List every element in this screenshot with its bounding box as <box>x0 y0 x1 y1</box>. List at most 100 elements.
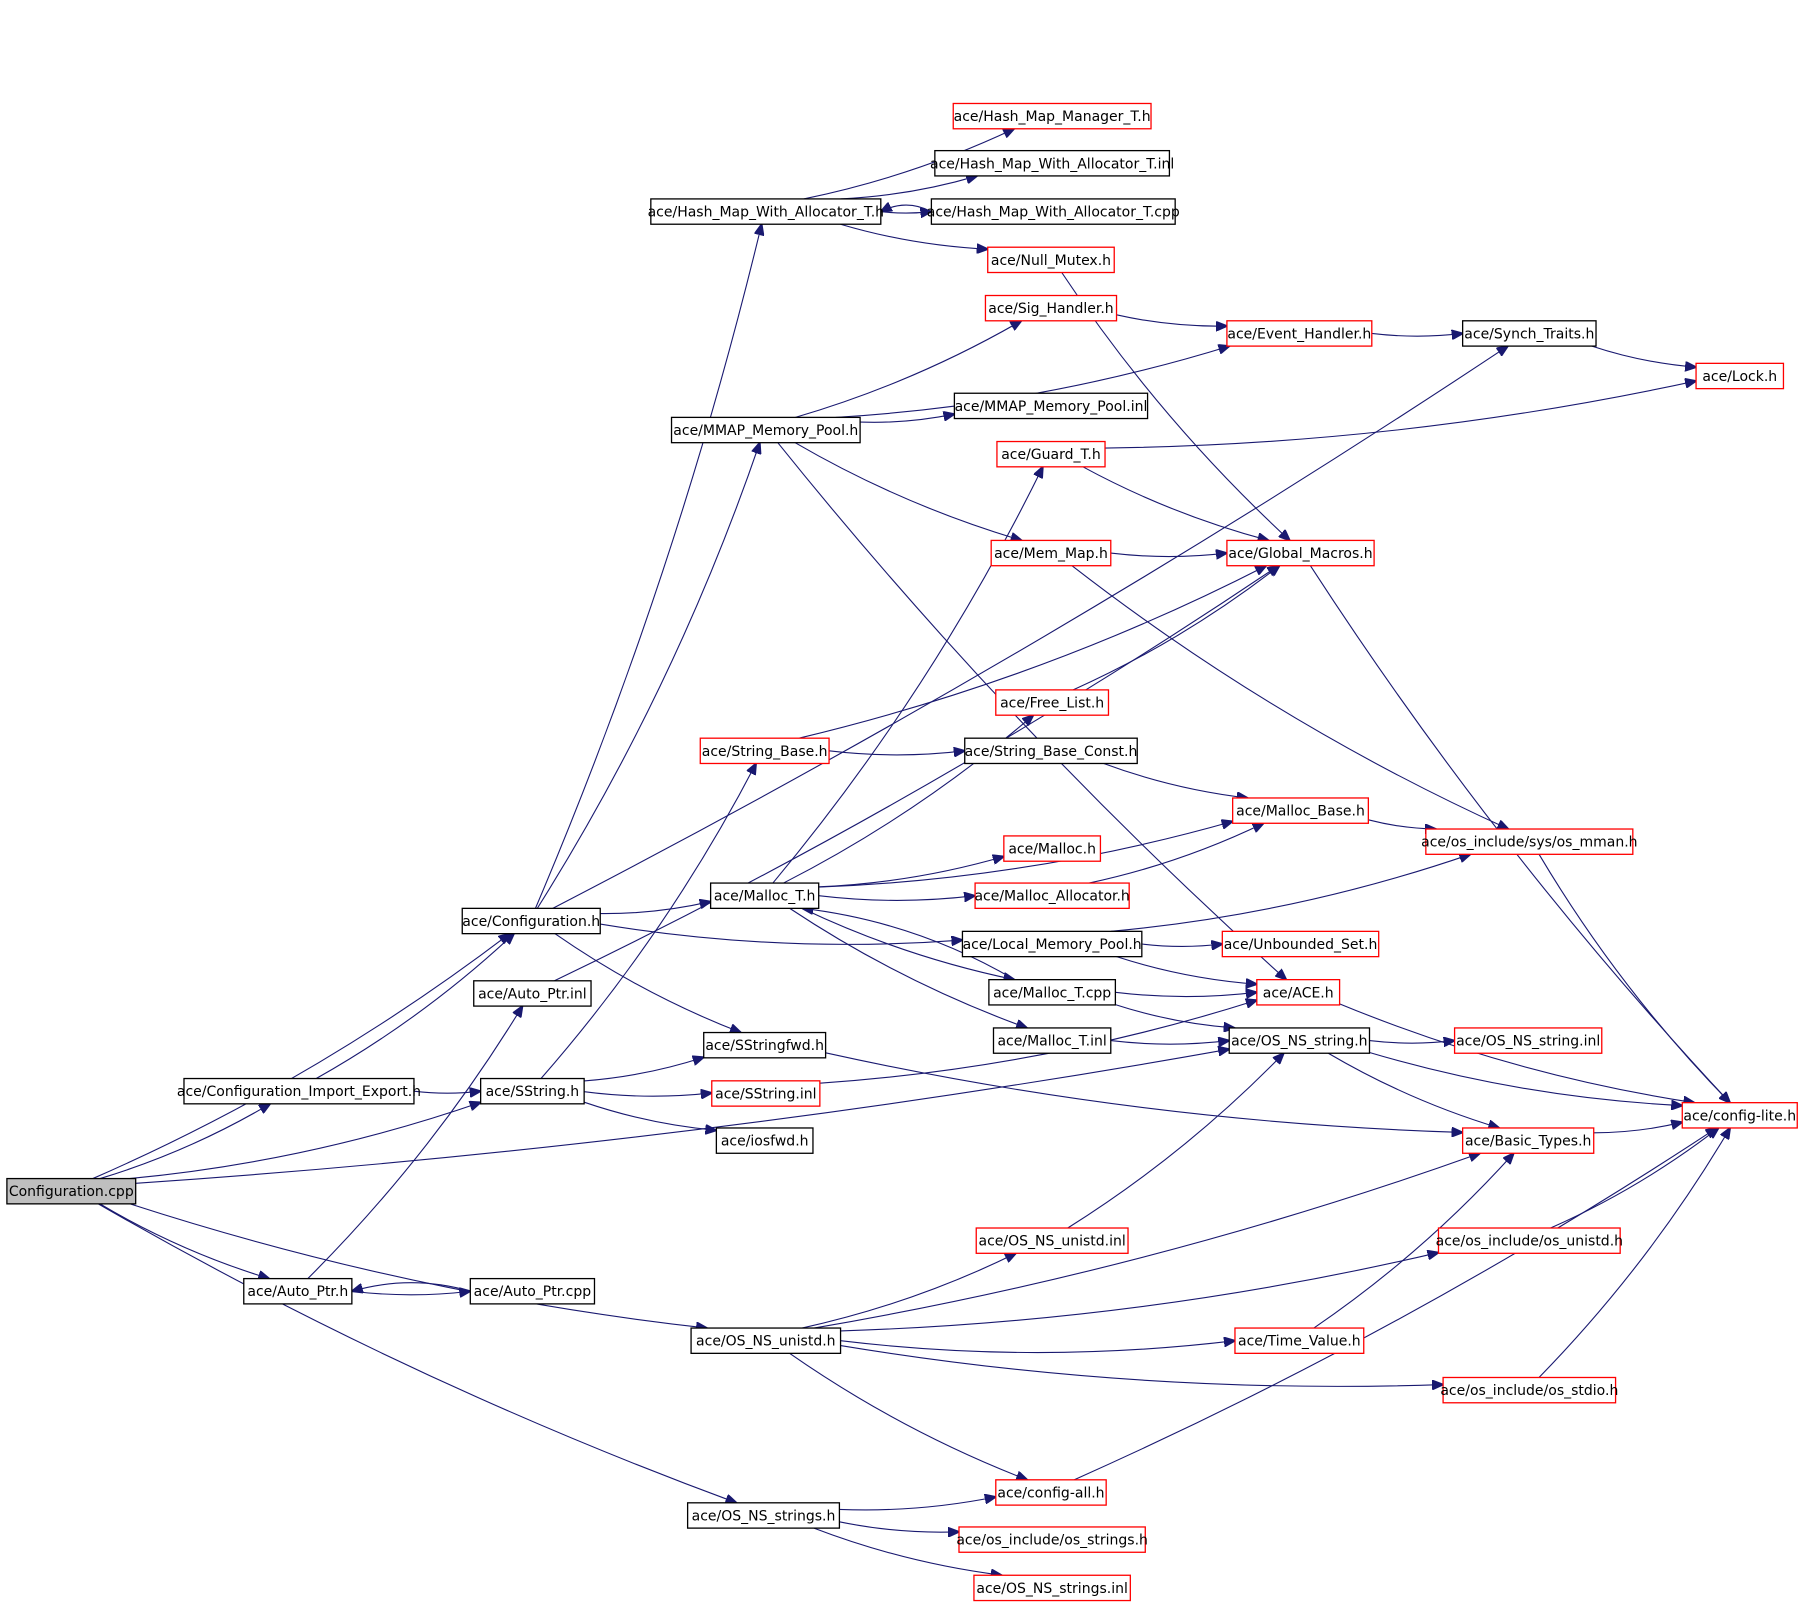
node-timevalue[interactable]: ace/Time_Value.h <box>1234 1327 1365 1354</box>
node-configall[interactable]: ace/config-all.h <box>995 1479 1107 1506</box>
node-box-osnsunistdh[interactable] <box>690 1327 842 1354</box>
node-box-eventhandler[interactable] <box>1226 320 1373 347</box>
node-cfgcpp[interactable]: Configuration.cpp <box>6 1177 137 1205</box>
node-malloch[interactable]: ace/Malloc.h <box>1003 835 1102 862</box>
node-sbconst[interactable]: ace/String_Base_Const.h <box>964 737 1138 765</box>
node-box-hmwacpp[interactable] <box>930 198 1176 225</box>
node-box-hmwah[interactable] <box>650 198 882 225</box>
node-apinl[interactable]: ace/Auto_Ptr.inl <box>473 980 592 1007</box>
node-box-sbconst[interactable] <box>964 737 1138 765</box>
node-globalmacros[interactable]: ace/Global_Macros.h <box>1226 539 1375 567</box>
node-box-iosfwd[interactable] <box>715 1127 814 1154</box>
node-box-sstringh[interactable] <box>479 1077 585 1105</box>
node-box-freelist[interactable] <box>995 689 1110 716</box>
node-box-osnsstringsh[interactable] <box>686 1502 841 1529</box>
node-box-sstringfwd[interactable] <box>703 1031 827 1059</box>
node-box-unboundedset[interactable] <box>1221 930 1380 958</box>
node-aph[interactable]: ace/Auto_Ptr.h <box>243 1277 353 1305</box>
node-box-mallocalloc[interactable] <box>974 882 1130 910</box>
node-box-cie[interactable] <box>183 1077 415 1105</box>
node-apcpp[interactable]: ace/Auto_Ptr.cpp <box>469 1277 596 1305</box>
node-box-malloch[interactable] <box>1003 835 1102 862</box>
node-box-memmap[interactable] <box>990 539 1112 567</box>
node-osstrings[interactable]: ace/os_include/os_strings.h <box>956 1526 1148 1553</box>
node-synchtraits[interactable]: ace/Synch_Traits.h <box>1461 320 1597 347</box>
node-box-configall[interactable] <box>995 1479 1107 1506</box>
node-box-nullmutex[interactable] <box>987 246 1115 274</box>
node-box-cfgh[interactable] <box>461 907 601 935</box>
node-mallocTinl[interactable]: ace/Malloc_T.inl <box>992 1027 1112 1054</box>
node-box-apinl[interactable] <box>473 980 592 1007</box>
node-osnsstringinl[interactable]: ace/OS_NS_string.inl <box>1453 1027 1603 1054</box>
node-aceh[interactable]: ace/ACE.h <box>1256 978 1341 1006</box>
node-box-cfgcpp[interactable] <box>6 1177 137 1205</box>
node-osnsstringsinl[interactable]: ace/OS_NS_strings.inl <box>973 1574 1131 1602</box>
node-box-lock[interactable] <box>1695 362 1785 390</box>
node-memmap[interactable]: ace/Mem_Map.h <box>990 539 1112 567</box>
node-mallocalloc[interactable]: ace/Malloc_Allocator.h <box>974 882 1130 910</box>
node-guard[interactable]: ace/Guard_T.h <box>996 440 1106 468</box>
node-box-timevalue[interactable] <box>1234 1327 1365 1354</box>
node-osnsunistdinl[interactable]: ace/OS_NS_unistd.inl <box>975 1227 1129 1254</box>
node-osnsstringsh[interactable]: ace/OS_NS_strings.h <box>686 1502 841 1529</box>
node-osnsstring[interactable]: ace/OS_NS_string.h <box>1228 1027 1371 1054</box>
node-osnsunistdh[interactable]: ace/OS_NS_unistd.h <box>690 1327 842 1354</box>
node-box-mallocTinl[interactable] <box>992 1027 1112 1054</box>
node-box-hmm[interactable] <box>952 102 1152 130</box>
node-box-sighandler[interactable] <box>984 294 1118 322</box>
node-box-aph[interactable] <box>243 1277 353 1305</box>
node-box-basictypes[interactable] <box>1461 1127 1595 1154</box>
node-box-osnsstring[interactable] <box>1228 1027 1371 1054</box>
node-box-aceh[interactable] <box>1256 978 1341 1006</box>
node-box-apcpp[interactable] <box>469 1277 596 1305</box>
node-box-osmman[interactable] <box>1425 828 1634 855</box>
node-sstringfwd[interactable]: ace/SStringfwd.h <box>703 1031 827 1059</box>
node-hmwah[interactable]: ace/Hash_Map_With_Allocator_T.h <box>648 198 884 225</box>
node-box-osunistd[interactable] <box>1437 1227 1621 1254</box>
node-box-osstdio[interactable] <box>1442 1376 1617 1404</box>
node-box-osnsstringinl[interactable] <box>1453 1027 1603 1054</box>
node-osstdio[interactable]: ace/os_include/os_stdio.h <box>1440 1376 1618 1404</box>
node-box-sstringinl[interactable] <box>711 1080 821 1107</box>
node-box-hmwainl[interactable] <box>934 149 1171 177</box>
node-box-mmapinl[interactable] <box>953 392 1149 420</box>
node-osmman[interactable]: ace/os_include/sys/os_mman.h <box>1421 828 1638 855</box>
node-mallocTcpp[interactable]: ace/Malloc_T.cpp <box>988 978 1117 1006</box>
node-box-malloct[interactable] <box>709 882 820 910</box>
node-box-osnsunistdinl[interactable] <box>975 1227 1129 1254</box>
node-box-osstrings[interactable] <box>958 1526 1146 1553</box>
node-sstringinl[interactable]: ace/SString.inl <box>711 1080 821 1107</box>
node-box-mallocbase[interactable] <box>1232 797 1369 824</box>
node-box-localmp[interactable] <box>961 930 1143 958</box>
node-iosfwd[interactable]: ace/iosfwd.h <box>715 1127 814 1154</box>
node-nullmutex[interactable]: ace/Null_Mutex.h <box>987 246 1115 274</box>
node-hmwainl[interactable]: ace/Hash_Map_With_Allocator_T.inl <box>930 149 1174 177</box>
node-hmm[interactable]: ace/Hash_Map_Manager_T.h <box>952 102 1152 130</box>
node-box-stringbase[interactable] <box>699 737 830 765</box>
node-malloct[interactable]: ace/Malloc_T.h <box>709 882 820 910</box>
node-sstringh[interactable]: ace/SString.h <box>479 1077 585 1105</box>
node-box-guard[interactable] <box>996 440 1106 468</box>
node-basictypes[interactable]: ace/Basic_Types.h <box>1461 1127 1595 1154</box>
node-mallocbase[interactable]: ace/Malloc_Base.h <box>1232 797 1369 824</box>
node-osunistd[interactable]: ace/os_include/os_unistd.h <box>1436 1227 1623 1254</box>
node-mmaph[interactable]: ace/MMAP_Memory_Pool.h <box>670 416 861 444</box>
node-lock[interactable]: ace/Lock.h <box>1695 362 1785 390</box>
node-cfgh[interactable]: ace/Configuration.h <box>461 907 601 935</box>
node-cie[interactable]: ace/Configuration_Import_Export.h <box>177 1077 421 1105</box>
node-box-mallocTcpp[interactable] <box>988 978 1117 1006</box>
node-stringbase[interactable]: ace/String_Base.h <box>699 737 830 765</box>
node-box-mmaph[interactable] <box>670 416 861 444</box>
node-mmapinl[interactable]: ace/MMAP_Memory_Pool.inl <box>953 392 1149 420</box>
node-eventhandler[interactable]: ace/Event_Handler.h <box>1226 320 1373 347</box>
node-box-osnsstringsinl[interactable] <box>973 1574 1131 1602</box>
node-box-globalmacros[interactable] <box>1226 539 1375 567</box>
node-localmp[interactable]: ace/Local_Memory_Pool.h <box>961 930 1143 958</box>
node-sighandler[interactable]: ace/Sig_Handler.h <box>984 294 1118 322</box>
node-configlite[interactable]: ace/config-lite.h <box>1681 1102 1798 1129</box>
node-box-synchtraits[interactable] <box>1461 320 1597 347</box>
node-freelist[interactable]: ace/Free_List.h <box>995 689 1110 716</box>
node-hmwacpp[interactable]: ace/Hash_Map_With_Allocator_T.cpp <box>927 198 1180 225</box>
node-unboundedset[interactable]: ace/Unbounded_Set.h <box>1221 930 1380 958</box>
node-box-configlite[interactable] <box>1681 1102 1798 1129</box>
